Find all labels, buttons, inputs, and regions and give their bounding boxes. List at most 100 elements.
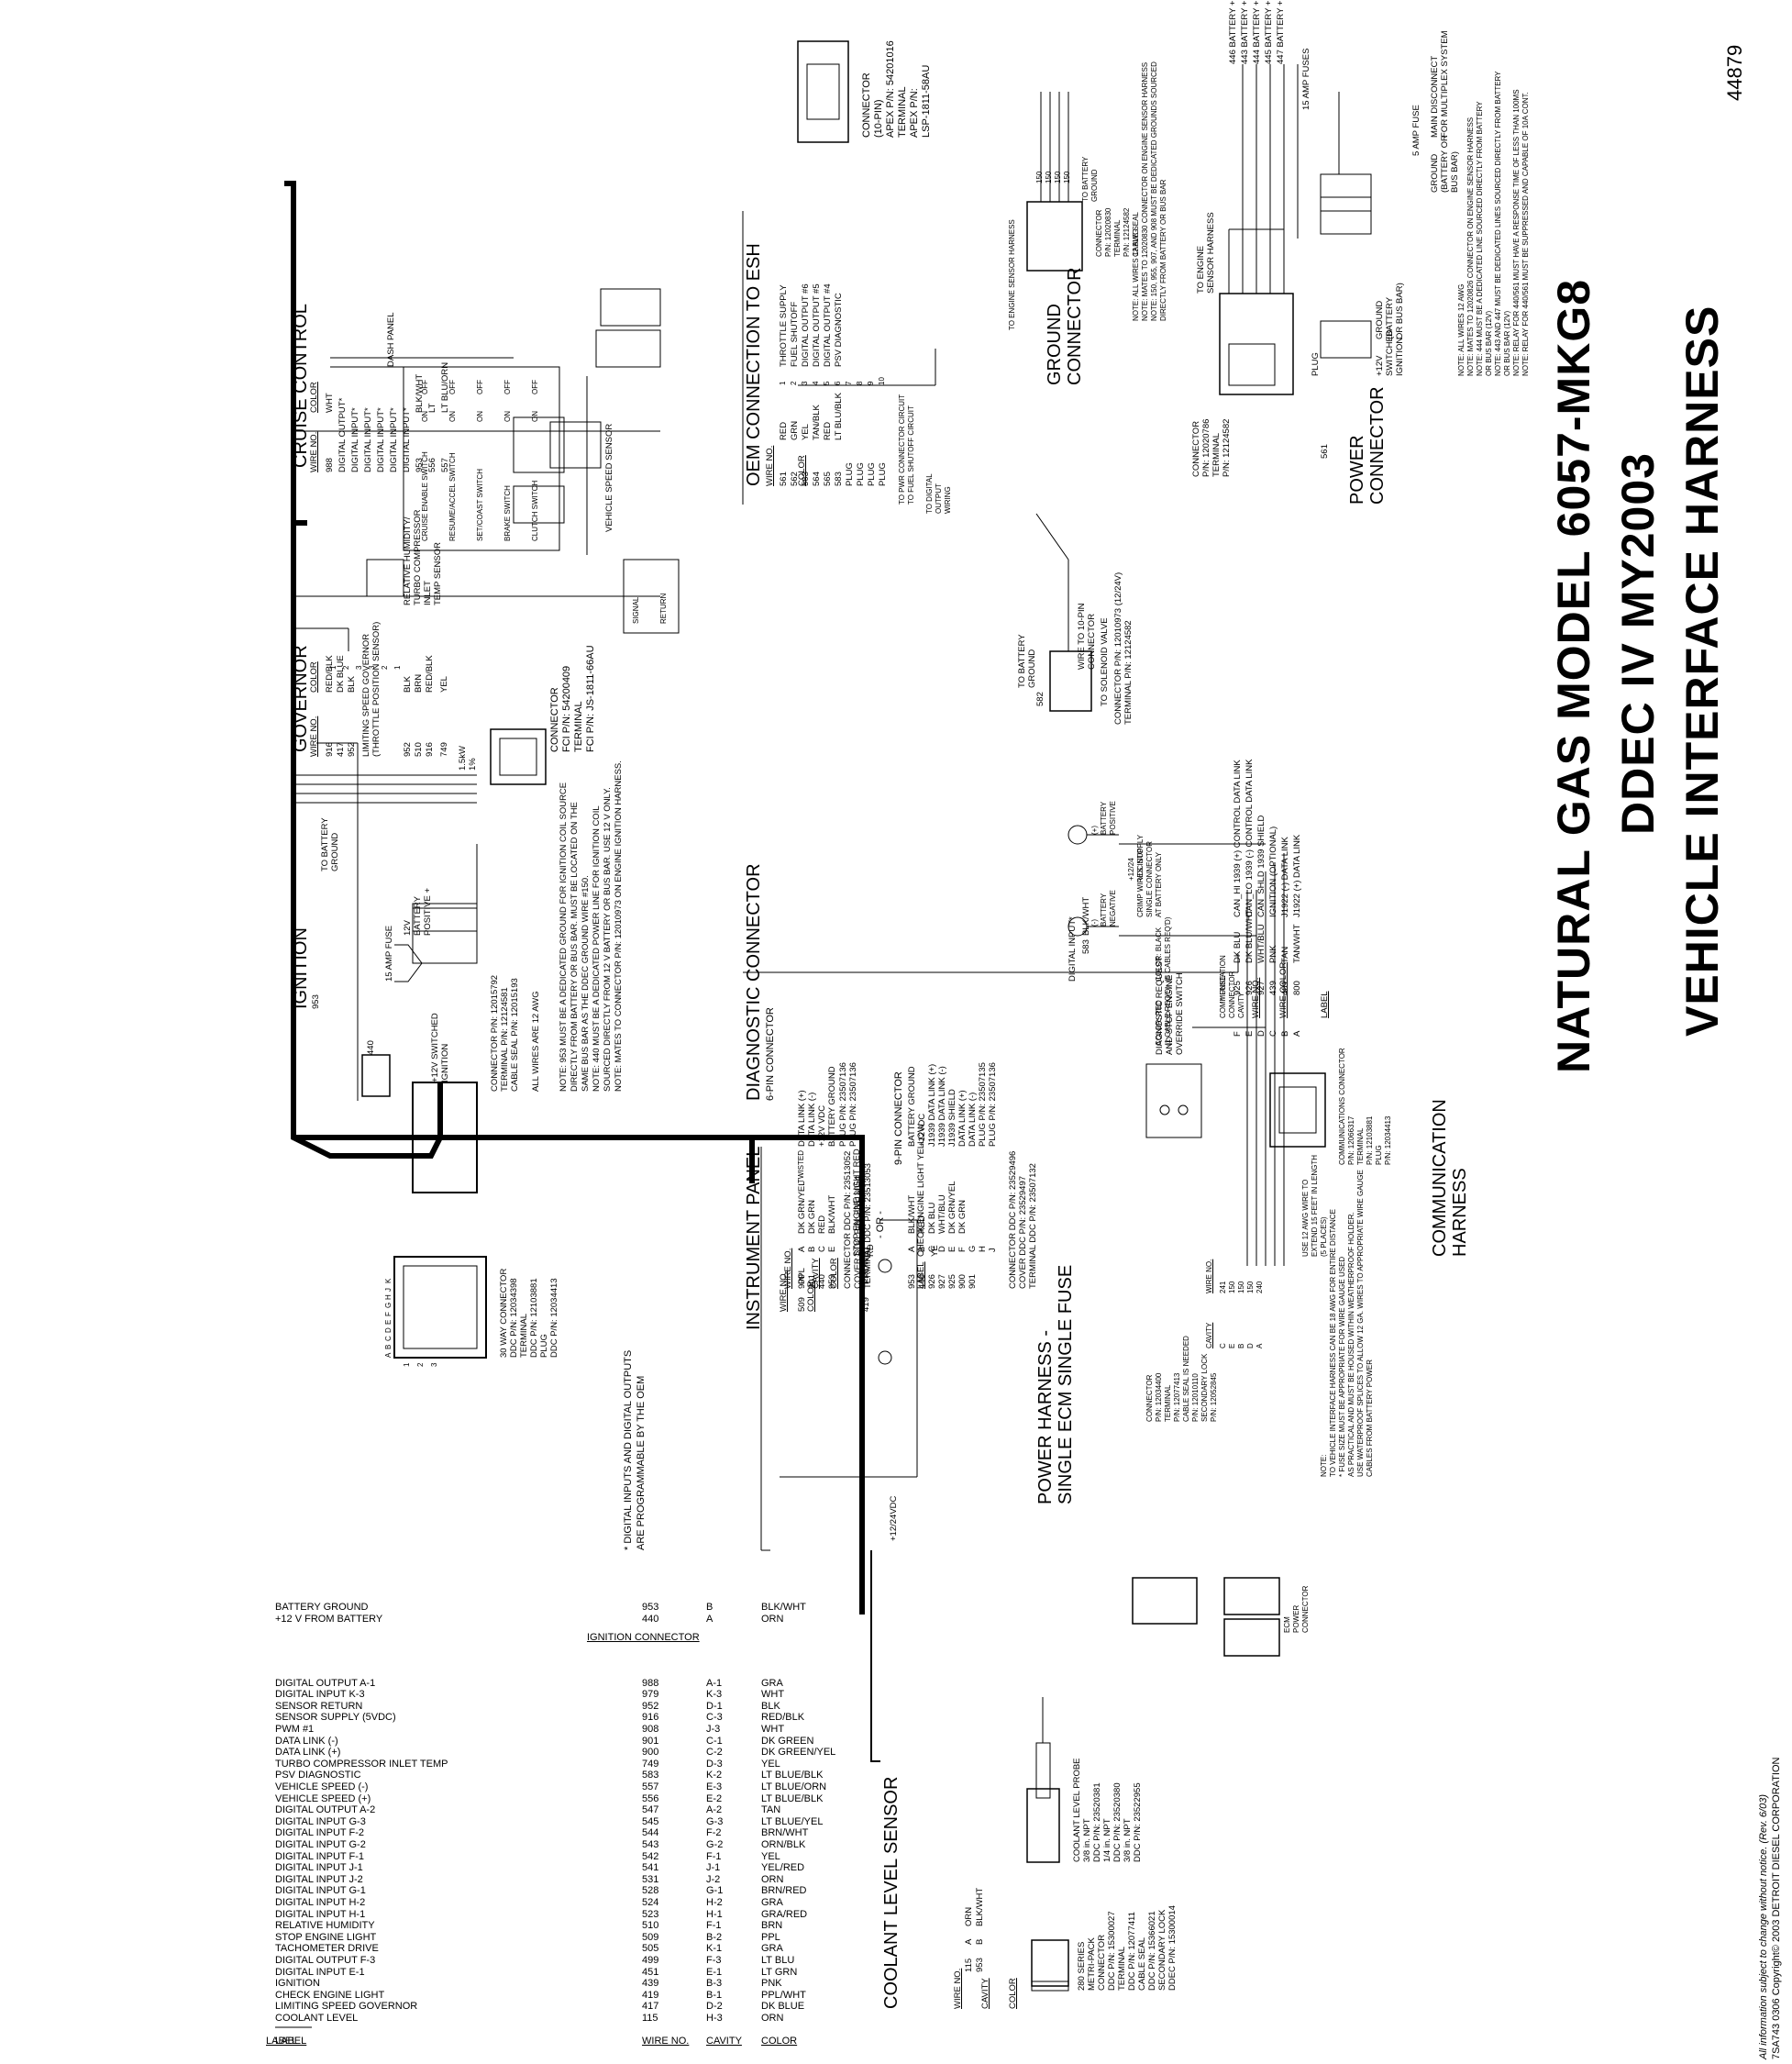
cool-probe: 3/8 in. NPT xyxy=(1123,1818,1133,1862)
oem-header-wire: WIRE NO. xyxy=(765,445,775,486)
pin-row-label: DIGITAL OUTPUT A-1 xyxy=(275,1677,376,1689)
oem-label: PSV DIAGNOSTIC xyxy=(834,293,844,367)
switch-on-label: ON xyxy=(421,411,429,422)
ip-header-wire: WIRE NO. xyxy=(779,1271,789,1312)
ph-wire: 150 xyxy=(1246,1281,1255,1293)
gnd-wire: 150 xyxy=(1035,171,1044,183)
pin-row-color: YEL xyxy=(761,1758,780,1770)
ph-cavity: E xyxy=(1228,1343,1236,1348)
pwr-notes: OR BUS BAR (12V) xyxy=(1485,310,1493,376)
pin-row-cavity: B-1 xyxy=(706,1989,723,2001)
diag9-wire: 925 xyxy=(947,1274,957,1289)
pin-row-wire: 916 xyxy=(642,1712,659,1724)
pin-row-cavity: E-3 xyxy=(706,1781,723,1792)
footer-notice: All information subject to change withou… xyxy=(1758,1793,1769,2059)
pin-row-wire: 523 xyxy=(642,1908,659,1920)
pwr-connector-parts: CONNECTOR xyxy=(1191,420,1201,477)
oem-10pin-parts: LSP-1811-58AU xyxy=(921,64,932,138)
pin-row-wire: 749 xyxy=(642,1758,659,1770)
oem-wire: 565 xyxy=(823,472,833,486)
ph-use-awg: USE 12 AWG WIRE TO xyxy=(1301,1179,1310,1257)
diag9-label: DATA LINK (-) xyxy=(968,1092,978,1147)
diag6-cavity: A xyxy=(797,1246,807,1252)
gov-rh-label: RELATIVE HUMIDITY/ xyxy=(403,516,413,605)
comm-label: CAN_SHLD 1939 SHIELD xyxy=(1256,815,1267,917)
pin-row-wire: 115 xyxy=(642,2013,658,2024)
pwr-switched: +12V xyxy=(1375,355,1385,376)
ign-battery-pos: 12V xyxy=(403,920,413,936)
ign-notes: NOTE: MATES TO CONNECTOR P/N: 12010973 O… xyxy=(614,760,624,1092)
pin-row-color: LT BLU xyxy=(761,1955,795,1966)
pin-row-label: IGNITION xyxy=(275,1978,320,1990)
pwr-main-disconnect: FOR MULTIPLEX SYSTEM xyxy=(1440,30,1450,138)
pin-row-label: DIGITAL INPUT J-2 xyxy=(275,1873,363,1885)
pin-row-label: TURBO COMPRESSOR INLET TEMP xyxy=(275,1758,448,1770)
oem-pin: 8 xyxy=(856,381,864,385)
diag9-label: J1939 SHIELD xyxy=(947,1089,957,1147)
pin-row-color: LT GRN xyxy=(761,1966,798,1978)
pin-row-wire: 544 xyxy=(642,1827,659,1839)
cool-wire: 953 xyxy=(975,1958,985,1972)
pwr-notes: NOTE: ALL WIRES 12 AWG xyxy=(1457,283,1466,376)
diag6-color: DK GRN/YEL xyxy=(797,1181,807,1234)
diag9-cavity: G xyxy=(968,1245,978,1252)
pin-row-wire: 499 xyxy=(642,1955,659,1966)
diag9-label: DATA LINK (+) xyxy=(957,1090,968,1147)
ecm-row-letter: F xyxy=(384,1312,393,1316)
gnd-wire: 150 xyxy=(1063,171,1071,183)
pin-row-label: DIGITAL OUTPUT A-2 xyxy=(275,1804,376,1816)
pin-row-color: LT BLUE/BLK xyxy=(761,1770,824,1781)
cool-connector: DDEC P/N: 15300014 xyxy=(1167,1905,1178,1991)
pin-row-color: WHT xyxy=(761,1724,785,1735)
oem-10pin-parts: TERMINAL xyxy=(897,86,908,138)
cruise-switch-label: SET/COAST SWITCH xyxy=(476,469,484,541)
oem-wire: PLUG xyxy=(867,462,877,486)
title-line-3: VEHICLE INTERFACE HARNESS xyxy=(1676,305,1728,1037)
oem-esh-title: OEM CONNECTION TO ESH xyxy=(744,243,764,486)
pin-row-color: DK BLUE xyxy=(761,2001,805,2013)
oem-10pin-parts: (10-PIN) xyxy=(873,99,884,138)
ecm-col-number: 1 xyxy=(403,1362,411,1367)
cruise-dash-panel: DASH PANEL xyxy=(386,312,396,367)
pin-row-wire: 505 xyxy=(642,1943,659,1955)
ph-wire: 150 xyxy=(1228,1281,1236,1293)
pwr-notes: NOTE: 444 MUST BE A DEDICATED LINE SOURC… xyxy=(1476,101,1484,376)
pin-row-label: DIGITAL INPUT H-2 xyxy=(275,1897,366,1908)
governor-wire-header: WIRE NO. xyxy=(309,716,319,757)
pin-row-label: DIGITAL INPUT K-3 xyxy=(275,1689,365,1701)
ign-battery-pos: POSITIVE + xyxy=(423,887,433,936)
diag9-parts: TERMINAL DDC P/N: 23507132 xyxy=(1028,1163,1038,1289)
pwr-notes: NOTE: 443 AND 447 MUST BE DEDICATED LINE… xyxy=(1494,71,1502,376)
cool-connector: SECONDARY LOCK xyxy=(1157,1909,1167,1991)
oem-color: RED xyxy=(823,421,833,440)
oem-wire: 583 xyxy=(834,472,844,486)
ign-conn-wire: 440 xyxy=(642,1614,659,1625)
pwr-fuses: 15 AMP FUSES xyxy=(1301,48,1311,110)
comm-wire: 439 xyxy=(1268,981,1278,995)
switch-on-label: ON xyxy=(531,411,539,422)
pwr-switched: IGNITION xyxy=(1395,337,1405,376)
switch-on-label: ON xyxy=(503,411,512,422)
comm-color: PNK xyxy=(1268,945,1278,963)
oem-pin: 2 xyxy=(790,381,798,385)
oem-pin: 1 xyxy=(779,381,787,385)
pin-row-color: ORN xyxy=(761,2013,784,2024)
gov-lsg-wire: 916 xyxy=(325,742,335,757)
oem-to-pwr: TO FUEL SHUTOFF CIRCUIT xyxy=(907,405,915,505)
pin-row-cavity: B-2 xyxy=(706,1931,723,1943)
gnd-to-harness: TO ENGINE SENSOR HARNESS xyxy=(1008,219,1016,330)
ph-cavity: B xyxy=(1237,1343,1245,1348)
oem-color: TAN/BLK xyxy=(812,405,822,440)
pin-row-label: PWM #1 xyxy=(275,1724,315,1735)
pin-row-cavity: C-2 xyxy=(706,1747,723,1759)
pin-row-cavity: C-1 xyxy=(706,1735,723,1747)
pin-row-label: VEHICLE SPEED (-) xyxy=(275,1781,369,1792)
pin-row-color: GRA/RED xyxy=(761,1908,808,1920)
diag6-wire: 440 xyxy=(817,1274,827,1289)
ign-connector-parts: CABLE SEAL P/N: 12015193 xyxy=(510,978,520,1092)
pin-header-cavity: CAVITY xyxy=(706,2036,742,2047)
ph-wire: 241 xyxy=(1219,1281,1227,1293)
ign-to-battery-ground: GROUND xyxy=(330,832,340,871)
comm-parts: P/N: 12103881 xyxy=(1366,1115,1374,1165)
